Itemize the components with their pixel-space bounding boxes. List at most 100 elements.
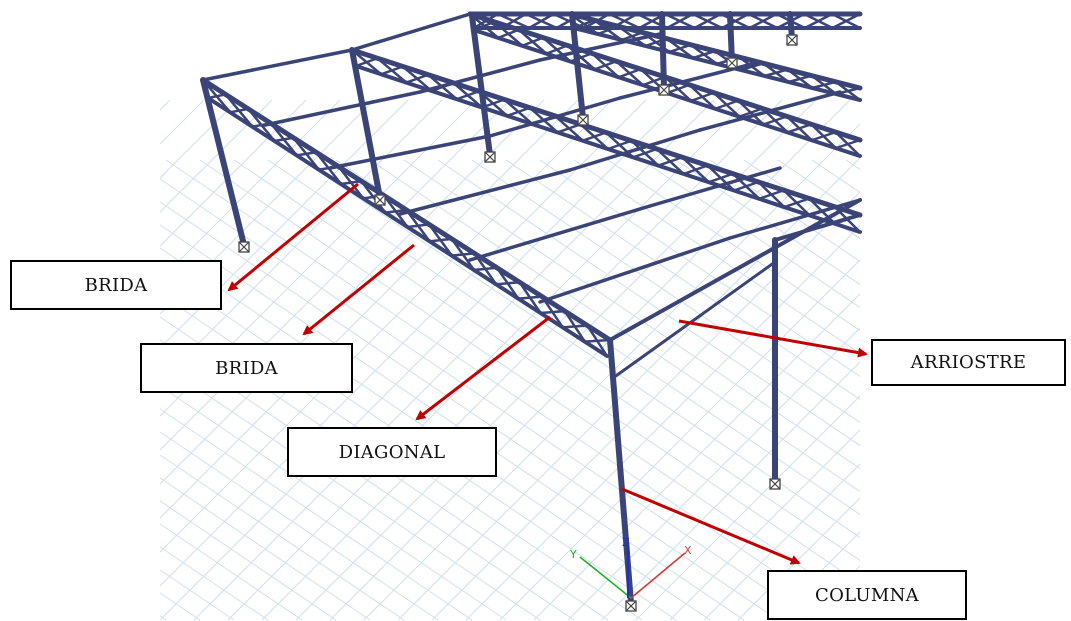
grid-line xyxy=(160,99,273,213)
column-supports xyxy=(238,34,798,612)
y-axis-label: Y xyxy=(569,548,577,561)
front-truss-diagonal xyxy=(583,338,612,343)
grid-line xyxy=(607,159,860,332)
grid-line xyxy=(641,159,860,309)
fourth-truss-diagonal xyxy=(668,43,693,54)
third-truss-diagonal xyxy=(496,28,520,40)
label-brida-1: BRIDA xyxy=(10,260,222,310)
support-cross xyxy=(484,151,496,163)
fourth-truss-diagonal xyxy=(811,80,838,90)
second-truss-diagonal xyxy=(783,197,811,209)
column xyxy=(659,11,667,91)
fourth-truss-diagonal xyxy=(787,74,813,84)
grid-line xyxy=(160,99,647,587)
support-cross xyxy=(374,194,386,206)
grid-line xyxy=(567,327,860,621)
grid-line xyxy=(160,99,341,281)
column xyxy=(200,77,247,248)
support-cross xyxy=(658,84,670,96)
grid-line xyxy=(703,463,860,621)
z-axis-label: Z xyxy=(622,536,630,549)
back-truss-diagonal xyxy=(583,12,611,30)
grid-line xyxy=(914,160,1071,620)
grid-line xyxy=(227,99,749,621)
transverse-beam xyxy=(538,236,732,304)
grid-line xyxy=(0,100,136,620)
grid-line xyxy=(160,99,375,315)
second-truss-diagonal xyxy=(379,65,405,76)
grid-line xyxy=(363,123,860,621)
transverse-beam xyxy=(398,168,572,216)
side-beam xyxy=(608,198,862,342)
column xyxy=(349,47,383,201)
second-truss-diagonal xyxy=(405,73,430,84)
second-truss-diagonal xyxy=(455,90,481,101)
support-cross xyxy=(625,600,637,612)
grid-line xyxy=(675,159,860,286)
support-cross xyxy=(726,57,738,69)
arrow-arriostre xyxy=(678,319,868,358)
transverse-beam xyxy=(538,32,662,62)
grid-line xyxy=(771,531,860,621)
second-truss-diagonal xyxy=(354,57,379,68)
grid-line xyxy=(471,159,860,424)
transverse-beam xyxy=(263,90,422,127)
third-truss-diagonal xyxy=(714,99,740,110)
second-truss-diagonal xyxy=(707,172,735,184)
back-truss-diagonal xyxy=(472,12,500,30)
grid-line xyxy=(0,100,34,620)
grid-line xyxy=(539,159,860,378)
second-truss-diagonal xyxy=(606,139,633,151)
second-truss-diagonal xyxy=(505,106,532,118)
fourth-truss-diagonal xyxy=(739,62,765,72)
grid-line xyxy=(777,159,860,217)
third-truss-diagonal xyxy=(521,36,545,47)
grid-line xyxy=(743,159,860,240)
transverse-beam xyxy=(648,166,782,208)
grid-line xyxy=(160,523,303,621)
grid-line xyxy=(845,159,860,171)
fourth-truss-diagonal xyxy=(691,49,717,60)
label-arriostre: ARRIOSTRE xyxy=(871,339,1066,386)
grid-line xyxy=(160,247,711,621)
callout-arrows xyxy=(227,182,868,565)
front-truss-diagonal xyxy=(494,280,521,286)
column xyxy=(469,13,493,158)
arrow-brida-1 xyxy=(227,182,359,292)
column xyxy=(569,11,586,121)
transverse-beam xyxy=(328,134,492,170)
front-truss-diagonal xyxy=(450,252,476,257)
front-truss-diagonal xyxy=(384,208,408,214)
grid-line xyxy=(635,395,860,621)
front-truss-diagonal xyxy=(273,136,295,143)
grid-line xyxy=(193,99,715,621)
back-truss-diagonal xyxy=(720,12,750,30)
front-truss-diagonal xyxy=(561,324,589,329)
grid-line xyxy=(1050,160,1071,620)
support-cross xyxy=(769,478,781,490)
transverse-beam xyxy=(698,90,842,132)
grid-line xyxy=(233,159,860,585)
third-truss-diagonal xyxy=(834,138,862,150)
grid-line xyxy=(0,160,64,620)
grid-line xyxy=(533,293,860,621)
front-truss-diagonal xyxy=(428,237,453,243)
second-truss-diagonal xyxy=(631,147,659,159)
grid-line xyxy=(403,159,860,470)
front-truss-diagonal xyxy=(295,150,318,157)
third-truss-diagonal xyxy=(689,91,715,103)
y-axis-line xyxy=(579,556,632,599)
front-truss-diagonal xyxy=(228,107,250,114)
grid-line xyxy=(431,191,860,621)
back-truss-diagonal xyxy=(527,12,555,30)
grid-line xyxy=(160,99,307,247)
front-truss-diagonal xyxy=(517,295,544,300)
third-truss-diagonal xyxy=(545,44,569,55)
third-truss-diagonal xyxy=(762,115,789,126)
transverse-beam xyxy=(568,128,702,172)
transverse-beam xyxy=(201,48,354,82)
grid-line xyxy=(261,99,783,621)
front-truss-diagonal xyxy=(206,93,227,100)
grid-line xyxy=(0,160,30,620)
third-truss-diagonal xyxy=(786,123,813,134)
